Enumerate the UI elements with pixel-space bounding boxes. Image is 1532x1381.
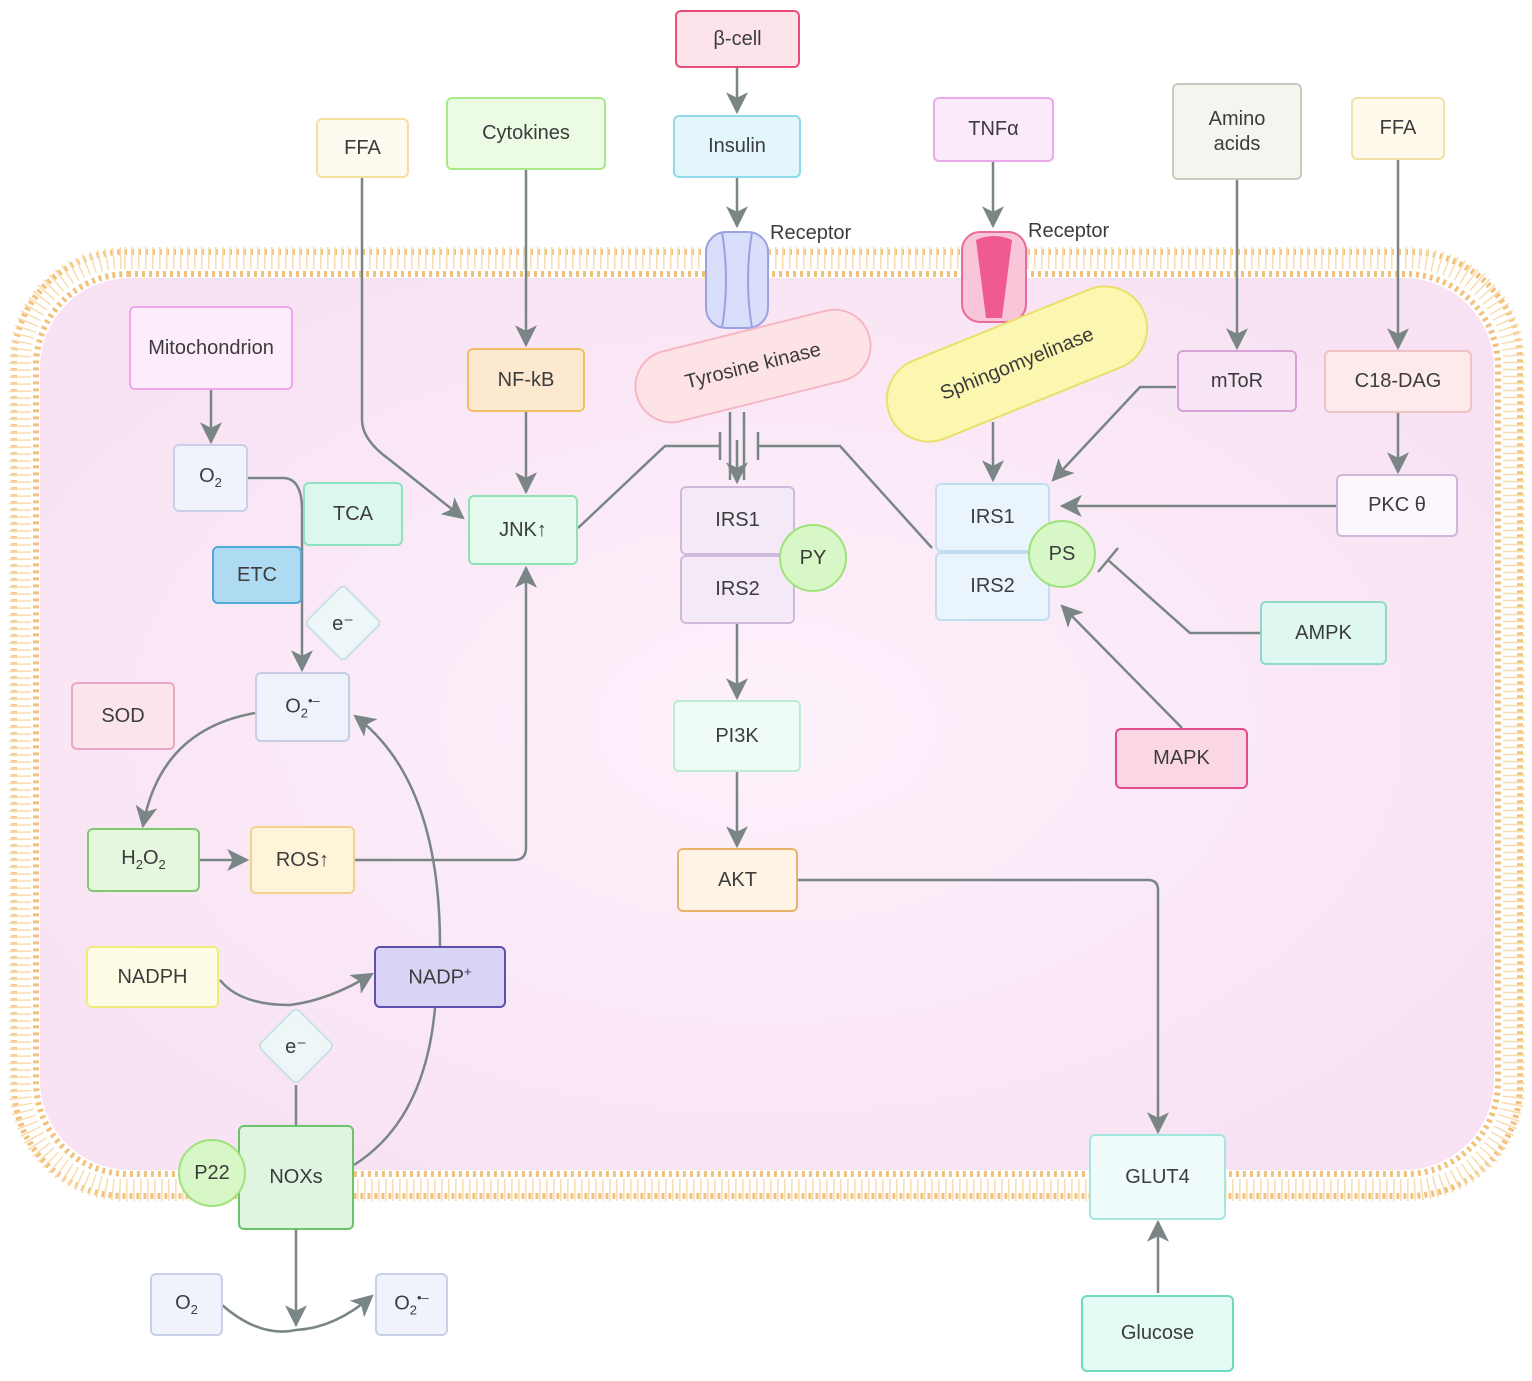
insulin-box: Insulin — [673, 115, 801, 178]
o2-bottom-box: O2 — [150, 1273, 223, 1336]
nadp-base: NADP — [408, 966, 464, 989]
beta-cell-box: β-cell — [675, 10, 800, 68]
sod-box: SOD — [71, 682, 175, 750]
ffa-right-box: FFA — [1351, 97, 1445, 160]
o2-top-sub: 2 — [214, 475, 222, 491]
insulin-receptor-label: Receptor — [770, 222, 852, 244]
arrow-akt-glut4 — [798, 878, 1169, 1135]
arrow-mapk-ps — [1060, 604, 1183, 729]
inhibit-jnk-irs — [577, 432, 722, 529]
ampk-box: AMPK — [1260, 601, 1387, 665]
irs1-right-box: IRS1 — [935, 483, 1050, 552]
h2o2-box: H2O2 — [87, 828, 200, 892]
superoxide-mid-sub: 2 — [300, 705, 308, 721]
arrow-o2-superoxide-bottom — [221, 1294, 374, 1333]
tyrosine-kinase-pill — [634, 308, 872, 424]
arrow-nadph-nadp — [219, 972, 374, 1007]
nadp-box: NADP+ — [374, 946, 506, 1008]
nadph-box: NADPH — [86, 946, 219, 1008]
py-circle: PY — [779, 524, 847, 592]
e-upper-label: e⁻ — [332, 612, 354, 635]
superoxide-bottom-box: O2•– — [375, 1273, 448, 1336]
ffa-left-box: FFA — [316, 118, 409, 178]
jnk-box: JNK↑ — [468, 495, 578, 565]
inhibit-ampk-ps — [1097, 547, 1260, 635]
mitochondrion-box: Mitochondrion — [129, 306, 293, 390]
amino-acids-box: Amino acids — [1172, 83, 1302, 180]
insulin-receptor — [705, 231, 769, 329]
tnfa-box: TNFα — [933, 97, 1054, 162]
arrow-ffa-jnk — [360, 178, 465, 520]
p22-circle: P22 — [178, 1139, 246, 1207]
o2-bottom-sub: 2 — [190, 1301, 198, 1317]
h2o2-mid: O — [142, 847, 159, 870]
cytokines-box: Cytokines — [446, 97, 606, 170]
irs2-left-box: IRS2 — [680, 555, 795, 624]
mtor-box: mToR — [1177, 350, 1297, 412]
nfkb-box: NF-kB — [467, 348, 585, 412]
superoxide-mid-base: O — [285, 695, 301, 718]
o2-top-base: O — [199, 465, 215, 488]
arrow-superoxide-h2o2 — [135, 711, 256, 829]
o2-bottom-base: O — [175, 1291, 191, 1314]
tnf-receptor — [961, 231, 1027, 323]
ros-box: ROS↑ — [250, 826, 355, 894]
akt-box: AKT — [677, 848, 798, 912]
ps-circle: PS — [1028, 520, 1096, 588]
sphingomyelinase-pill — [885, 285, 1149, 443]
nadp-sup: + — [463, 963, 472, 979]
arrow-ros-jnk — [355, 565, 537, 862]
c18dag-box: C18-DAG — [1324, 350, 1472, 413]
e-lower-label: e⁻ — [285, 1035, 307, 1058]
pkc-box: PKC θ — [1336, 474, 1458, 537]
cell-membrane-outer — [11, 249, 1523, 1199]
etc-box: ETC — [212, 546, 302, 604]
mapk-box: MAPK — [1115, 728, 1248, 789]
tca-box: TCA — [303, 482, 403, 546]
arrow-nadp-superoxide — [353, 714, 442, 947]
arrow-o2-superoxide — [248, 476, 313, 673]
pi3k-box: PI3K — [673, 700, 801, 772]
h2o2-base: H — [121, 847, 136, 870]
line-noxs-nadp — [353, 1007, 437, 1167]
superoxide-bottom-base: O — [394, 1292, 410, 1315]
superoxide-bottom-sup: •– — [417, 1290, 429, 1306]
irs1-left-box: IRS1 — [680, 486, 795, 555]
arrow-mtor-irs — [1051, 385, 1176, 482]
inhibit-irsright-irsleft — [756, 432, 933, 549]
o2-top-box: O2 — [173, 444, 248, 512]
glucose-box: Glucose — [1081, 1295, 1234, 1372]
superoxide-bottom-sub: 2 — [409, 1302, 417, 1318]
h2o2-sub: 2 — [135, 857, 143, 873]
noxs-box: NOXs — [238, 1125, 354, 1230]
tnf-receptor-label: Receptor — [1028, 220, 1110, 242]
superoxide-mid-sup: •– — [308, 692, 320, 708]
superoxide-mid-box: O2•– — [255, 672, 350, 742]
h2o2-sub2: 2 — [158, 857, 166, 873]
glut4-box: GLUT4 — [1089, 1134, 1226, 1220]
